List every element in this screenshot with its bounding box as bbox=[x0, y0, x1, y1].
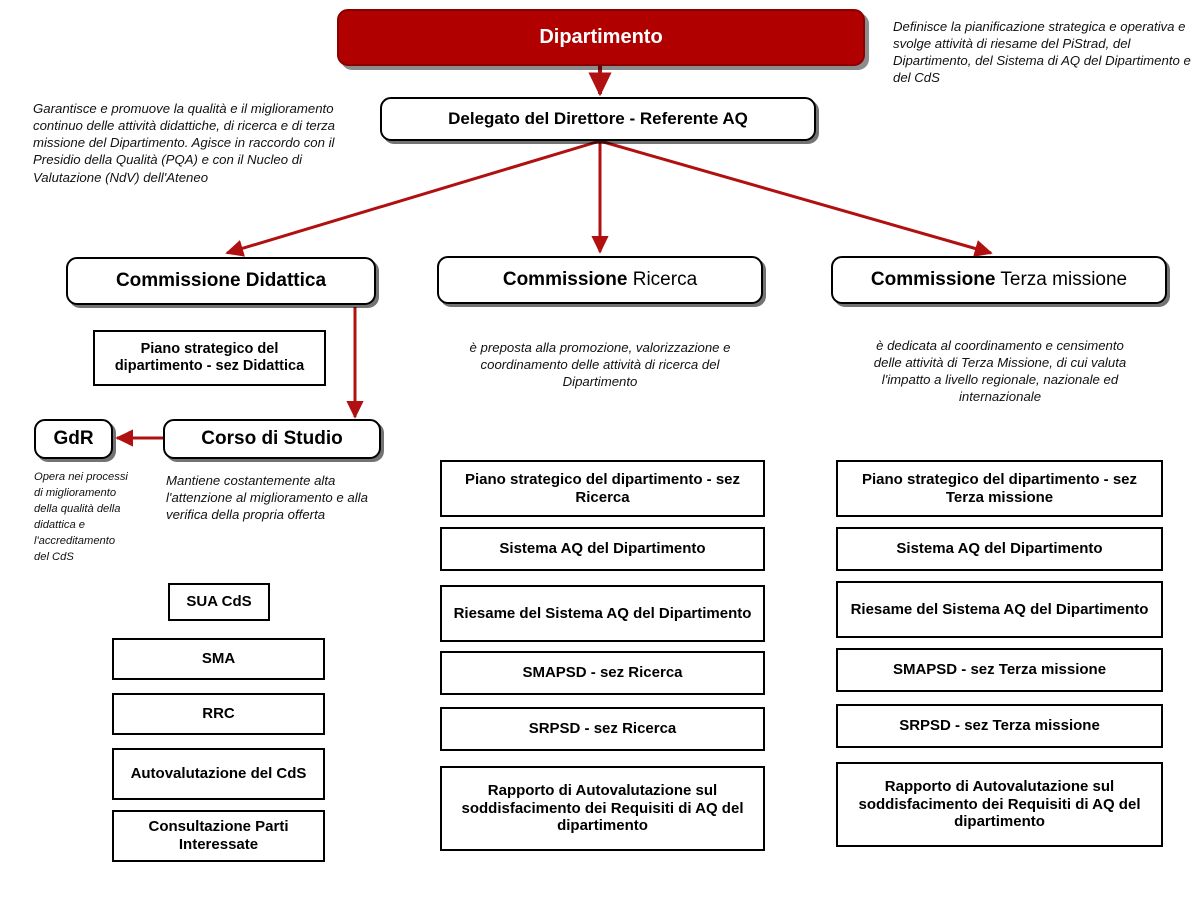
box-ricerca-item-3[interactable]: SMAPSD - sez Ricerca bbox=[440, 651, 765, 695]
box-didattica-item-2-label: RRC bbox=[202, 705, 235, 723]
box-terza-item-4[interactable]: SRPSD - sez Terza missione bbox=[836, 704, 1163, 748]
box-ricerca-item-5-label: Rapporto di Autovalutazione sul soddisfa… bbox=[461, 781, 744, 835]
box-didattica-item-3-label: Autovalutazione del CdS bbox=[130, 765, 307, 783]
box-terza-item-1[interactable]: Sistema AQ del Dipartimento bbox=[836, 527, 1163, 571]
node-gdr-label: GdR bbox=[53, 427, 94, 449]
note-delegato: Garantisce e promuove la qualità e il mi… bbox=[33, 101, 336, 185]
box-terza-item-0-label: Piano strategico del dipartimento - sez … bbox=[861, 470, 1138, 506]
box-terza-item-5[interactable]: Rapporto di Autovalutazione sul soddisfa… bbox=[836, 762, 1163, 847]
note-dipartimento: Definisce la pianificazione strategica e… bbox=[893, 19, 1191, 86]
box-didattica-item-3[interactable]: Autovalutazione del CdS bbox=[112, 748, 325, 800]
box-ricerca-item-1[interactable]: Sistema AQ del Dipartimento bbox=[440, 527, 765, 571]
box-ricerca-item-2-label: Riesame del Sistema AQ del Dipartimento bbox=[453, 604, 752, 622]
node-commissione-ricerca[interactable]: Commissione Ricerca bbox=[437, 256, 763, 304]
commissione-terza-label-bold: Commissione bbox=[870, 268, 996, 290]
box-terza-item-3-label: SMAPSD - sez Terza missione bbox=[892, 661, 1107, 679]
node-delegato-direttore[interactable]: Delegato del Direttore - Referente AQ bbox=[380, 97, 816, 141]
box-terza-item-2-label: Riesame del Sistema AQ del Dipartimento bbox=[850, 600, 1149, 618]
note-gdr: Opera nei processi di miglioramento dell… bbox=[34, 471, 128, 563]
box-ricerca-item-3-label: SMAPSD - sez Ricerca bbox=[522, 664, 683, 682]
node-commissione-terza-missione[interactable]: Commissione Terza missione bbox=[831, 256, 1167, 304]
box-ricerca-item-0-label: Piano strategico del dipartimento - sez … bbox=[464, 470, 741, 506]
box-didattica-item-0[interactable]: SUA CdS bbox=[168, 583, 270, 621]
box-piano-strategico-didattica-label: Piano strategico del dipartimento - sez … bbox=[114, 340, 305, 374]
box-didattica-item-2[interactable]: RRC bbox=[112, 693, 325, 735]
box-ricerca-item-1-label: Sistema AQ del Dipartimento bbox=[499, 540, 706, 558]
box-ricerca-item-4[interactable]: SRPSD - sez Ricerca bbox=[440, 707, 765, 751]
note-corso-di-studio: Mantiene costantemente alta l'attenzione… bbox=[166, 473, 368, 523]
box-terza-item-1-label: Sistema AQ del Dipartimento bbox=[896, 540, 1103, 558]
node-commissione-didattica[interactable]: Commissione Didattica bbox=[66, 257, 376, 305]
box-ricerca-item-5[interactable]: Rapporto di Autovalutazione sul soddisfa… bbox=[440, 766, 765, 851]
box-terza-item-3[interactable]: SMAPSD - sez Terza missione bbox=[836, 648, 1163, 692]
node-dipartimento[interactable]: Dipartimento bbox=[337, 9, 865, 66]
commissione-terza-label-rest: Terza missione bbox=[995, 268, 1128, 290]
box-didattica-item-4[interactable]: Consultazione Parti Interessate bbox=[112, 810, 325, 862]
box-didattica-item-1[interactable]: SMA bbox=[112, 638, 325, 680]
note-terza-missione: è dedicata al coordinamento e censimento… bbox=[873, 338, 1127, 405]
box-ricerca-item-2[interactable]: Riesame del Sistema AQ del Dipartimento bbox=[440, 585, 765, 642]
box-didattica-item-4-label: Consultazione Parti Interessate bbox=[148, 818, 289, 853]
commissione-ricerca-label-bold: Commissione bbox=[502, 268, 628, 290]
box-terza-item-5-label: Rapporto di Autovalutazione sul soddisfa… bbox=[858, 777, 1141, 831]
box-ricerca-item-4-label: SRPSD - sez Ricerca bbox=[528, 720, 677, 738]
box-didattica-item-1-label: SMA bbox=[201, 650, 236, 668]
node-dipartimento-label: Dipartimento bbox=[539, 25, 663, 48]
commissione-ricerca-label-rest: Ricerca bbox=[627, 268, 698, 290]
arrow-delegato-to-terza bbox=[599, 139, 993, 257]
box-ricerca-item-0[interactable]: Piano strategico del dipartimento - sez … bbox=[440, 460, 765, 517]
node-gdr[interactable]: GdR bbox=[34, 419, 113, 459]
box-piano-strategico-didattica[interactable]: Piano strategico del dipartimento - sez … bbox=[93, 330, 326, 386]
box-terza-item-0[interactable]: Piano strategico del dipartimento - sez … bbox=[836, 460, 1163, 517]
box-terza-item-2[interactable]: Riesame del Sistema AQ del Dipartimento bbox=[836, 581, 1163, 638]
box-didattica-item-0-label: SUA CdS bbox=[186, 593, 252, 611]
commissione-didattica-label-bold: Commissione bbox=[115, 269, 241, 291]
node-delegato-label: Delegato del Direttore - Referente AQ bbox=[448, 108, 748, 128]
commissione-didattica-label-rest: Didattica bbox=[240, 269, 327, 291]
node-corso-di-studio-label: Corso di Studio bbox=[201, 427, 343, 449]
box-terza-item-4-label: SRPSD - sez Terza missione bbox=[899, 717, 1100, 735]
node-corso-di-studio[interactable]: Corso di Studio bbox=[163, 419, 381, 459]
note-ricerca: è preposta alla promozione, valorizzazio… bbox=[469, 340, 731, 390]
